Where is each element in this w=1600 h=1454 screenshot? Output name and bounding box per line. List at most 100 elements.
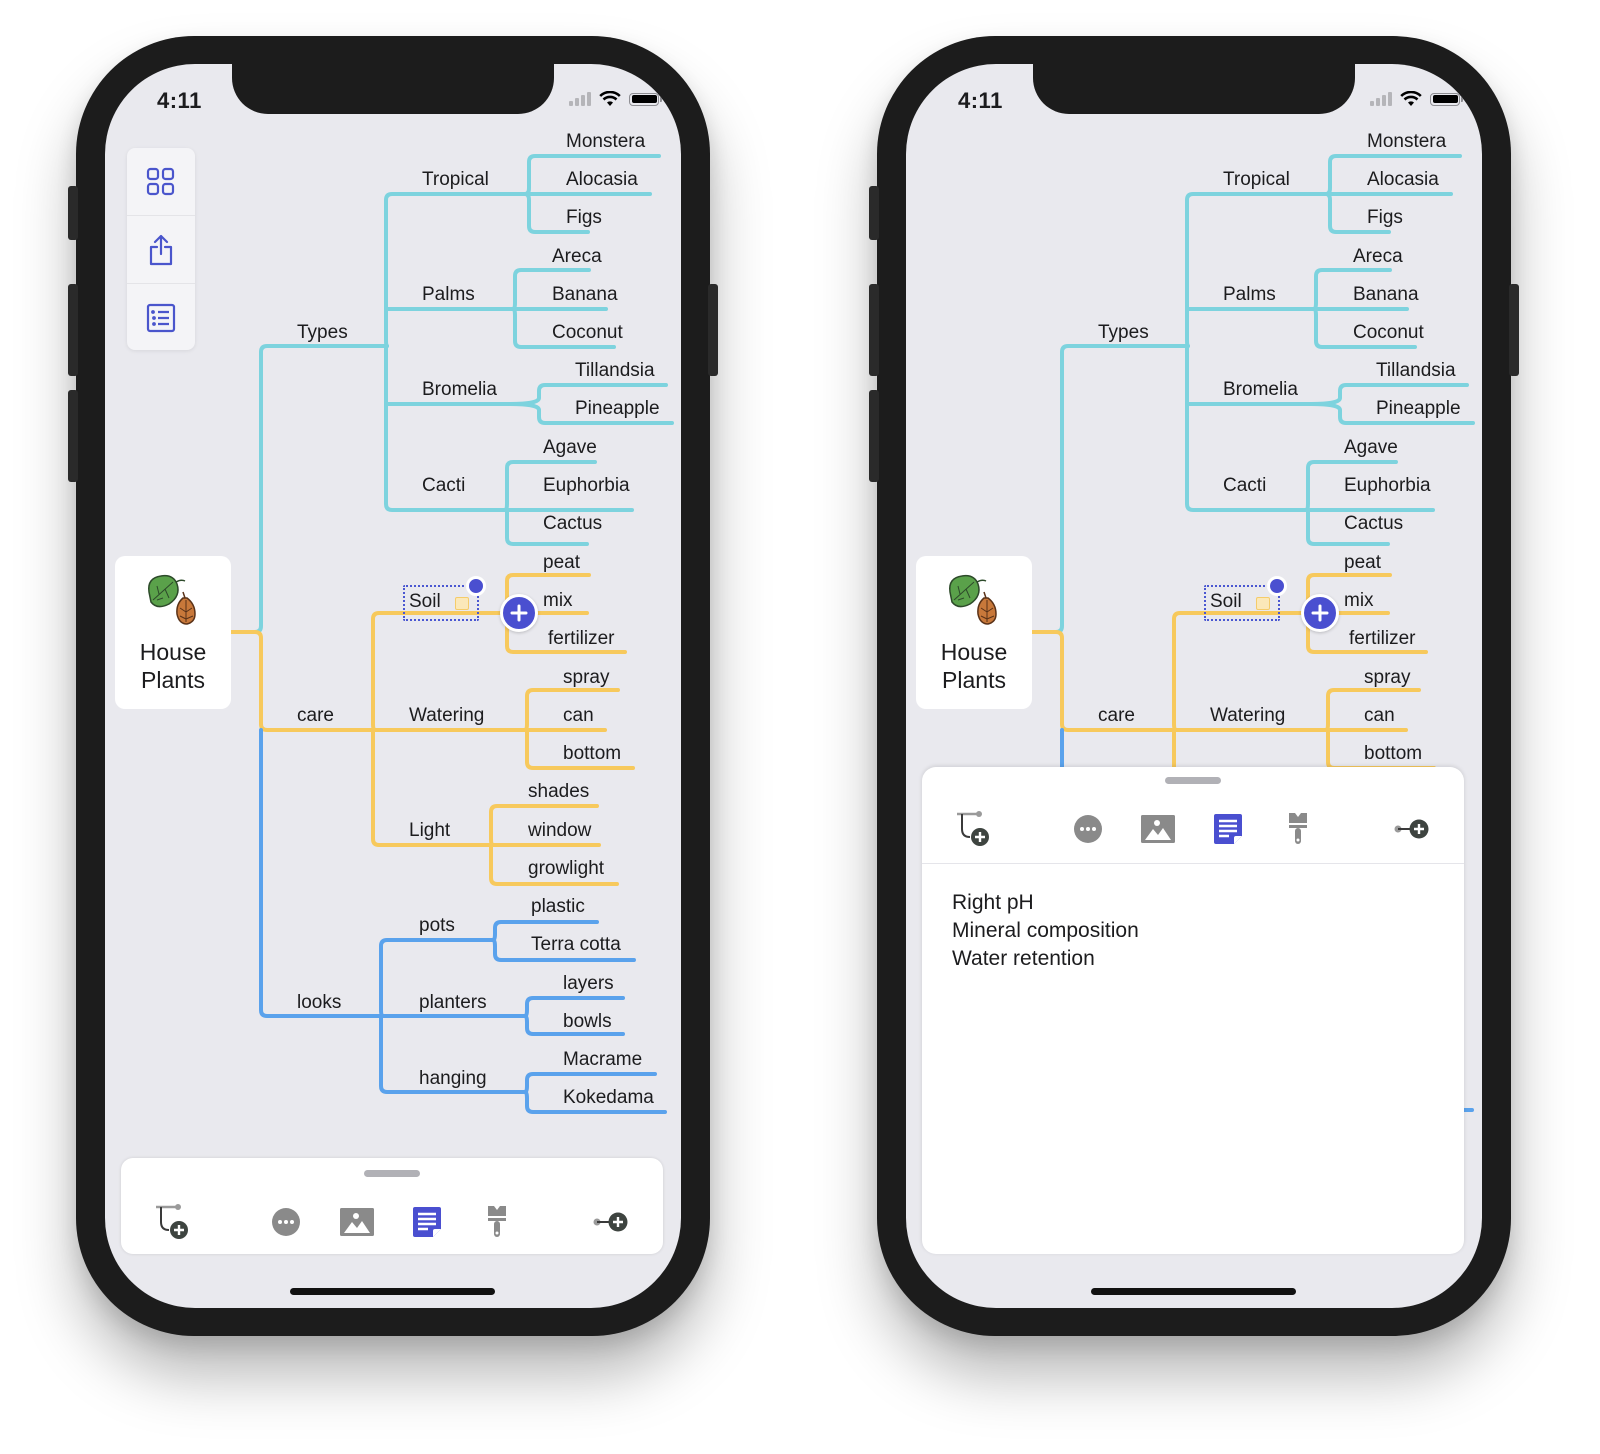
node-fertilizer[interactable]: fertilizer	[548, 628, 615, 649]
node-agave[interactable]: Agave	[1344, 437, 1398, 458]
hops-leaf-icon	[949, 574, 997, 625]
node-can[interactable]: can	[563, 705, 594, 726]
node-light[interactable]: Light	[409, 820, 451, 841]
node-hanging[interactable]: hanging	[419, 1068, 487, 1089]
node-cactus[interactable]: Cactus	[543, 513, 603, 534]
node-spray[interactable]: spray	[563, 667, 610, 688]
node-care[interactable]: care	[297, 705, 334, 726]
node-palms[interactable]: Palms	[1223, 284, 1276, 305]
node-spray[interactable]: spray	[1364, 667, 1411, 688]
node-bromelia[interactable]: Bromelia	[1223, 379, 1298, 400]
node-types[interactable]: Types	[1098, 322, 1149, 343]
style-button[interactable]	[477, 1202, 517, 1242]
node-coconut[interactable]: Coconut	[552, 322, 623, 343]
add-child-button[interactable]	[500, 594, 538, 632]
node-palms[interactable]: Palms	[422, 284, 475, 305]
node-planters[interactable]: planters	[419, 992, 487, 1013]
node-macrame[interactable]: Macrame	[563, 1049, 643, 1070]
node-bowls[interactable]: bowls	[563, 1011, 612, 1032]
add-subtopic-button[interactable]	[153, 1202, 193, 1242]
outline-list-icon	[146, 303, 176, 332]
more-button[interactable]	[266, 1202, 306, 1242]
node-areca[interactable]: Areca	[552, 246, 602, 267]
add-subtopic-button[interactable]	[954, 809, 994, 849]
drag-handle[interactable]	[1165, 777, 1221, 784]
more-button[interactable]	[1068, 809, 1108, 849]
add-topic-button[interactable]	[591, 1202, 631, 1242]
add-child-button[interactable]	[1301, 594, 1339, 632]
node-pineapple[interactable]: Pineapple	[575, 398, 660, 419]
node-cactus[interactable]: Cactus	[1344, 513, 1404, 534]
status-icons	[569, 90, 662, 108]
node-soil[interactable]: Soil	[1210, 591, 1242, 612]
node-euphorbia[interactable]: Euphorbia	[1344, 475, 1431, 496]
node-bottom[interactable]: bottom	[1364, 743, 1423, 764]
node-banana[interactable]: Banana	[1353, 284, 1419, 305]
node-monstera[interactable]: Monstera	[566, 131, 646, 152]
node-pots[interactable]: pots	[419, 915, 455, 936]
node-soil[interactable]: Soil	[409, 591, 441, 612]
image-button[interactable]	[337, 1202, 377, 1242]
node-euphorbia[interactable]: Euphorbia	[543, 475, 630, 496]
selected-node-soil[interactable]: Soil	[1204, 585, 1280, 621]
node-tillandsia[interactable]: Tillandsia	[1376, 360, 1456, 381]
node-monstera[interactable]: Monstera	[1367, 131, 1447, 152]
node-peat[interactable]: peat	[543, 552, 580, 573]
node-figs[interactable]: Figs	[566, 207, 602, 228]
root-node[interactable]: House Plants	[916, 556, 1032, 709]
node-window[interactable]: window	[528, 820, 592, 841]
add-topic-button[interactable]	[1392, 809, 1432, 849]
node-alocasia[interactable]: Alocasia	[1367, 169, 1439, 190]
grid-view-button[interactable]	[127, 148, 195, 216]
node-tropical[interactable]: Tropical	[1223, 169, 1290, 190]
node-terra-cotta[interactable]: Terra cotta	[531, 934, 621, 955]
node-plastic[interactable]: plastic	[531, 896, 585, 917]
add-subtopic-icon	[957, 811, 989, 846]
node-pineapple[interactable]: Pineapple	[1376, 398, 1461, 419]
node-care[interactable]: care	[1098, 705, 1135, 726]
note-text-area[interactable]: Right pH Mineral composition Water reten…	[952, 889, 1139, 973]
node-growlight[interactable]: growlight	[528, 858, 605, 879]
drag-handle[interactable]	[364, 1170, 420, 1177]
node-banana[interactable]: Banana	[552, 284, 618, 305]
node-looks[interactable]: looks	[297, 992, 342, 1013]
node-alocasia[interactable]: Alocasia	[566, 169, 638, 190]
root-title: House Plants	[916, 638, 1032, 694]
style-brush-icon	[488, 1206, 506, 1237]
node-watering[interactable]: Watering	[1210, 705, 1286, 726]
home-indicator[interactable]	[1091, 1288, 1296, 1295]
note-button[interactable]	[407, 1202, 447, 1242]
node-cacti[interactable]: Cacti	[1223, 475, 1267, 496]
selected-node-soil[interactable]: Soil	[403, 585, 479, 621]
home-indicator[interactable]	[290, 1288, 495, 1295]
node-bottom[interactable]: bottom	[563, 743, 622, 764]
root-node[interactable]: House Plants	[115, 556, 231, 709]
image-button[interactable]	[1138, 809, 1178, 849]
node-fertilizer[interactable]: fertilizer	[1349, 628, 1416, 649]
node-can[interactable]: can	[1364, 705, 1395, 726]
node-layers[interactable]: layers	[563, 973, 614, 994]
node-mix[interactable]: mix	[543, 590, 573, 611]
node-coconut[interactable]: Coconut	[1353, 322, 1424, 343]
style-button[interactable]	[1278, 809, 1318, 849]
node-cacti[interactable]: Cacti	[422, 475, 466, 496]
node-mix[interactable]: mix	[1344, 590, 1374, 611]
node-watering[interactable]: Watering	[409, 705, 485, 726]
note-button[interactable]	[1208, 809, 1248, 849]
wifi-icon	[1400, 91, 1422, 106]
node-types[interactable]: Types	[297, 322, 348, 343]
node-kokedama[interactable]: Kokedama	[563, 1087, 654, 1108]
selection-handle[interactable]	[1267, 576, 1287, 596]
node-shades[interactable]: shades	[528, 781, 590, 802]
share-icon	[149, 234, 173, 265]
selection-handle[interactable]	[466, 576, 486, 596]
node-peat[interactable]: peat	[1344, 552, 1381, 573]
node-tillandsia[interactable]: Tillandsia	[575, 360, 655, 381]
node-bromelia[interactable]: Bromelia	[422, 379, 497, 400]
node-tropical[interactable]: Tropical	[422, 169, 489, 190]
node-agave[interactable]: Agave	[543, 437, 597, 458]
outline-list-button[interactable]	[127, 284, 195, 351]
node-figs[interactable]: Figs	[1367, 207, 1403, 228]
share-button[interactable]	[127, 216, 195, 284]
node-areca[interactable]: Areca	[1353, 246, 1403, 267]
